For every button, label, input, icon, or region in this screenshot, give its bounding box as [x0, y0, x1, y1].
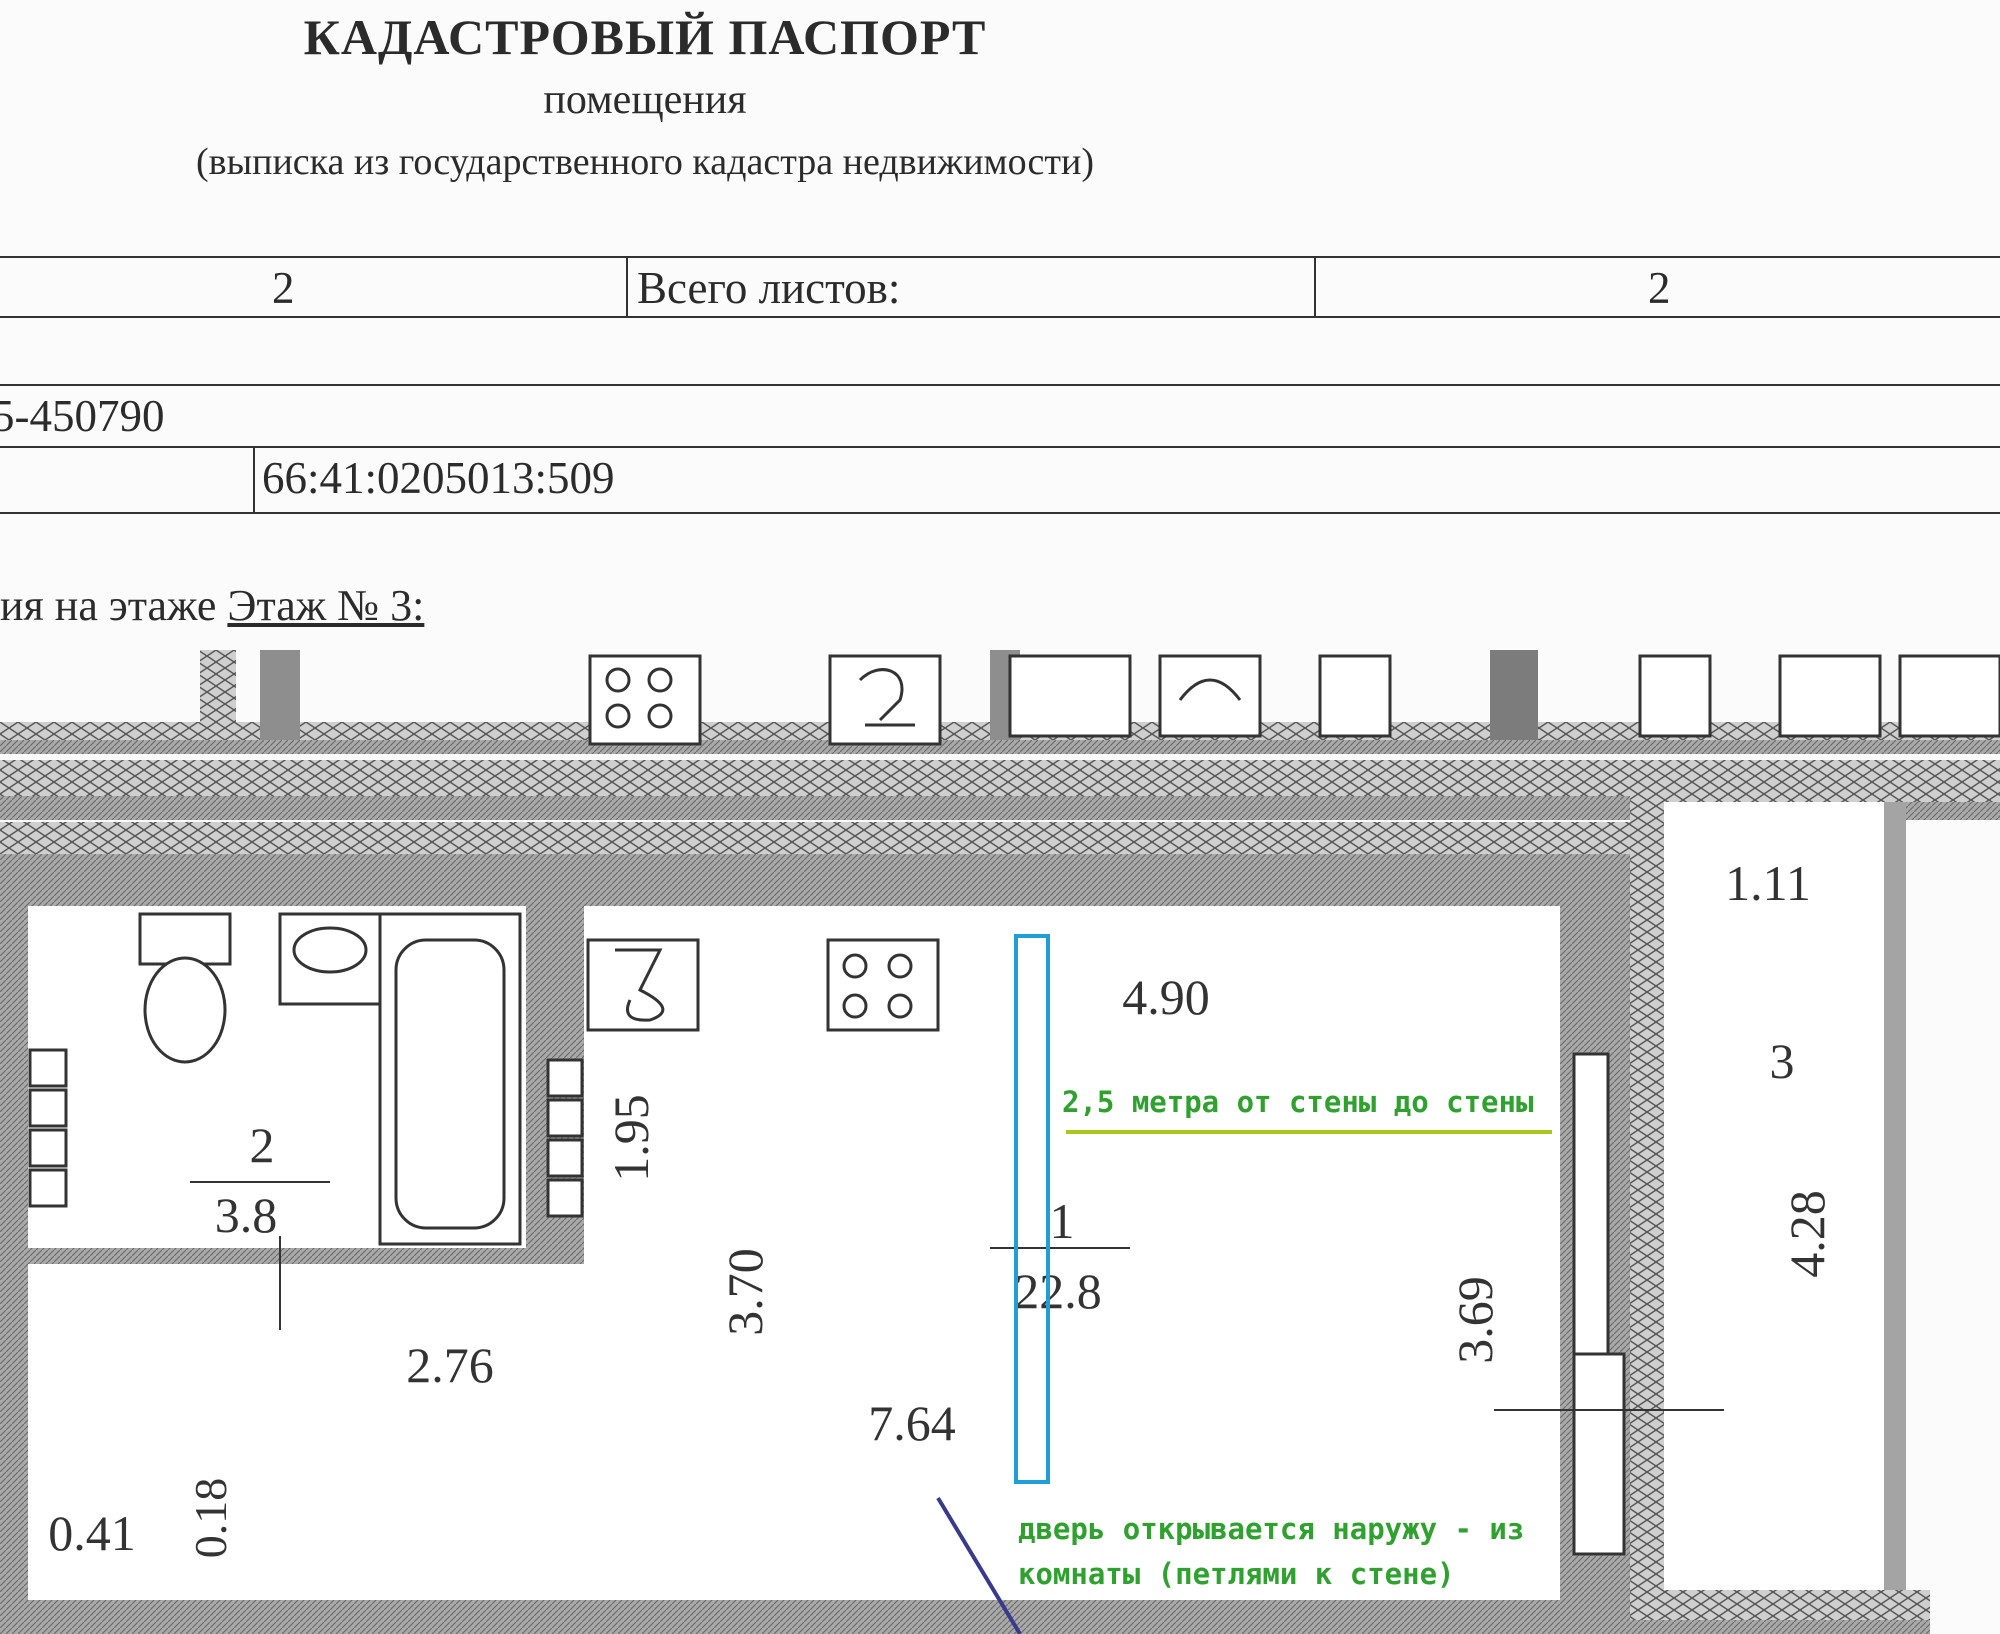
floor-number-label: Этаж № 3:: [227, 581, 425, 630]
cadastral-number: 66:41:0205013:509: [262, 453, 615, 503]
floor-caption-prefix: ия на этаже: [0, 581, 228, 630]
floor-caption: ия на этаже Этаж № 3:: [0, 580, 424, 631]
kitchen-fixtures: [546, 938, 1626, 1556]
table-divider: [626, 256, 628, 316]
floor-plan: 2 3.8 1 22.8 3 4.90 1.11 2.76 7.64 0.41 …: [0, 650, 2000, 1634]
table-divider: [253, 446, 255, 512]
room-1-area: 22.8: [1014, 1263, 1102, 1319]
width-note: 2,5 метра от стены до стены: [1062, 1085, 1533, 1119]
dim-2-76: 2.76: [406, 1337, 494, 1393]
door-pointer-line: [936, 1496, 1022, 1634]
table-line: [0, 512, 2000, 514]
room-1-floor-upper: [584, 906, 1560, 1264]
door-note-background: [1010, 1500, 1560, 1600]
door-note-line-2: комнаты (петлями к стене): [1018, 1557, 1455, 1591]
room-3-number: 3: [1770, 1033, 1795, 1089]
sheet-number: 2: [272, 263, 295, 313]
table-line: [0, 384, 2000, 386]
room-2-area: 3.8: [215, 1187, 278, 1243]
dim-4-90: 4.90: [1122, 969, 1210, 1025]
dim-3-69: 3.69: [1447, 1276, 1503, 1364]
highlight-box: [1014, 934, 1050, 1484]
dimension-lines: [190, 1181, 1724, 1411]
table-divider: [1314, 256, 1316, 316]
dim-1-95: 1.95: [603, 1094, 659, 1182]
total-sheets-label: Всего листов:: [637, 263, 901, 313]
dim-0-18: 0.18: [185, 1478, 236, 1559]
record-number: 5-450790: [0, 391, 165, 441]
room-3-floor: [1664, 802, 1884, 1590]
dim-3-70: 3.70: [717, 1248, 773, 1336]
dim-0-41: 0.41: [48, 1505, 136, 1561]
table-line: [0, 446, 2000, 448]
bathroom-fixtures: [28, 912, 522, 1246]
table-line: [0, 256, 2000, 258]
document-subtitle-extract: (выписка из государственного кадастра не…: [195, 141, 1094, 183]
table-line: [0, 316, 2000, 318]
dim-7-64: 7.64: [868, 1395, 956, 1451]
corridor-wall-lower: [0, 822, 1630, 854]
door-note-line-1: дверь открывается наружу - из: [1018, 1512, 1524, 1546]
upper-fixtures: [588, 654, 2000, 746]
dim-4-28: 4.28: [1779, 1190, 1835, 1278]
total-sheets-value: 2: [1648, 263, 1671, 313]
dim-1-11: 1.11: [1725, 855, 1811, 911]
room-1-number: 1: [1050, 1193, 1075, 1249]
room-2-number: 2: [250, 1117, 275, 1173]
document-subtitle: помещения: [543, 77, 747, 123]
document-title: КАДАСТРОВЫЙ ПАСПОРТ: [303, 9, 987, 65]
